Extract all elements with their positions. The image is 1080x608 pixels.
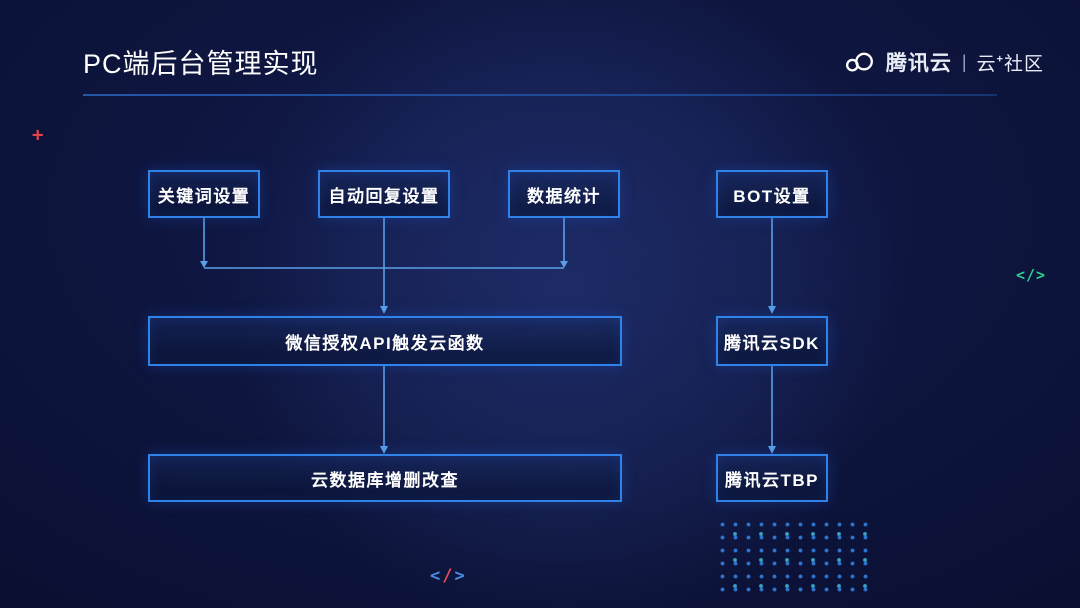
- plus-decoration-icon: +: [32, 124, 44, 146]
- dot-pattern-decoration: [716, 518, 874, 600]
- code-decoration-icon-bottom: </>: [430, 566, 467, 586]
- logo-divider: |: [961, 51, 967, 72]
- node-wechat-api-function: 微信授权API触发云函数: [148, 316, 622, 366]
- title-divider-line: [83, 94, 997, 96]
- node-bot-settings: BOT设置: [716, 170, 828, 218]
- node-tencent-cloud-tbp: 腾讯云TBP: [716, 454, 828, 502]
- cloud-icon: [845, 52, 873, 72]
- node-auto-reply-settings: 自动回复设置: [318, 170, 450, 218]
- node-data-statistics: 数据统计: [508, 170, 620, 218]
- code-decoration-icon-right: </>: [1016, 266, 1047, 284]
- page-title: PC端后台管理实现: [83, 49, 319, 79]
- tencent-cloud-logo: 腾讯云 | 云+社区: [842, 46, 1044, 78]
- logo-plus-glyph: +: [996, 53, 1004, 66]
- node-cloud-db-crud: 云数据库增删改查: [148, 454, 622, 502]
- node-tencent-cloud-sdk: 腾讯云SDK: [716, 316, 828, 366]
- node-keyword-settings: 关键词设置: [148, 170, 260, 218]
- logo-brand-text: 腾讯云: [885, 52, 952, 75]
- logo-community-text: 云+社区: [976, 53, 1044, 75]
